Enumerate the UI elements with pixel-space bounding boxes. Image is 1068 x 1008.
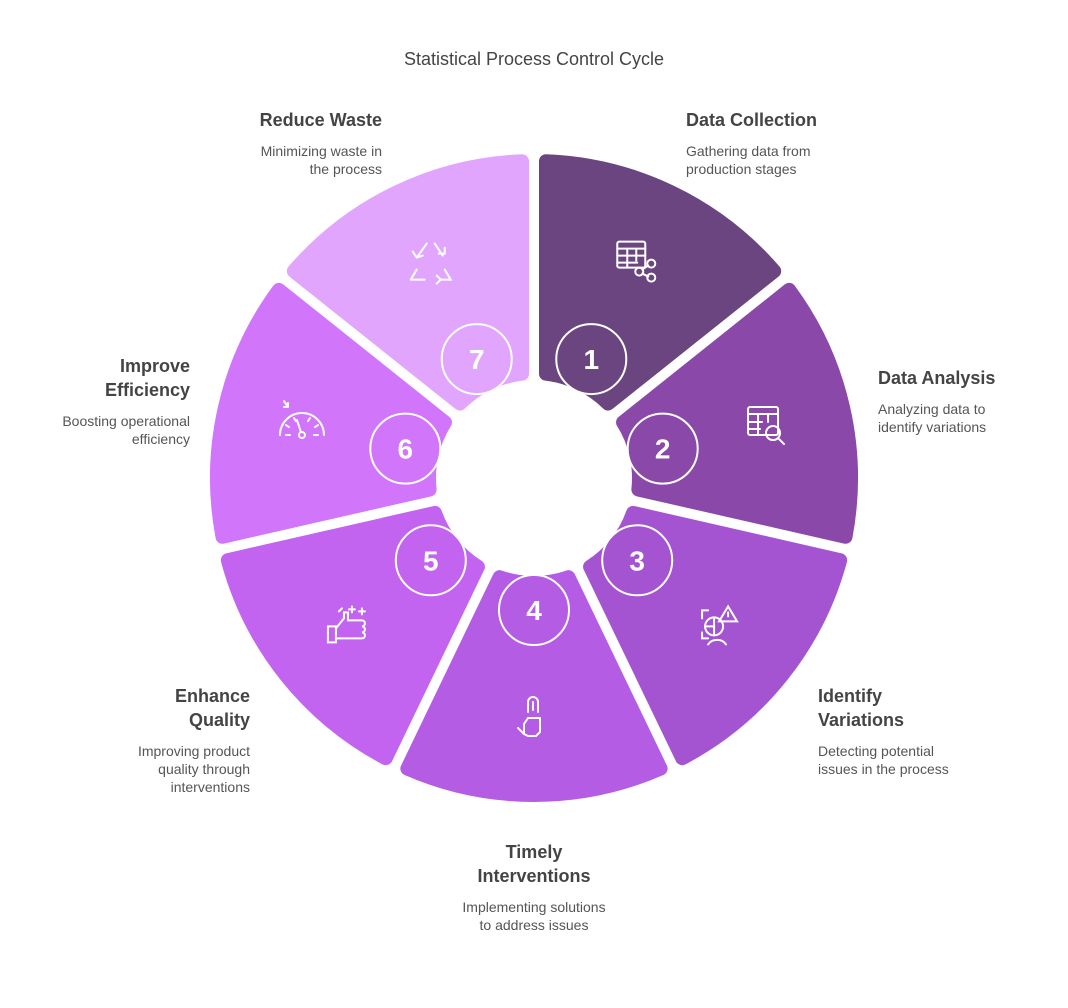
step-number-badge bbox=[394, 524, 467, 597]
table-share-icon bbox=[616, 240, 657, 283]
step-number: 5 bbox=[423, 545, 439, 576]
step-desc: Implementing solutions to address issues bbox=[462, 899, 606, 933]
label-step-1: Data Collection Gathering data from prod… bbox=[686, 108, 876, 178]
thumbs-up-sparkle-icon bbox=[326, 605, 366, 644]
step-number: 6 bbox=[398, 434, 414, 465]
label-step-3: Identify Variations Detecting potential … bbox=[818, 684, 1008, 778]
label-step-6: Improve Efficiency Boosting operational … bbox=[0, 354, 190, 448]
step-desc: Boosting operational efficiency bbox=[62, 413, 190, 447]
step-desc: Minimizing waste in the process bbox=[260, 143, 382, 177]
step-title: Data Collection bbox=[686, 110, 818, 130]
step-number: 7 bbox=[469, 344, 485, 375]
label-step-5: Enhance Quality Improving product qualit… bbox=[60, 684, 250, 796]
step-title: Timely Interventions bbox=[477, 842, 591, 886]
speedometer-icon bbox=[278, 400, 325, 440]
step-number: 2 bbox=[655, 434, 671, 465]
step-title: Enhance Quality bbox=[174, 686, 250, 730]
table-search-icon bbox=[747, 406, 786, 446]
diagram-title: Statistical Process Control Cycle bbox=[403, 49, 665, 69]
step-desc: Gathering data from production stages bbox=[686, 143, 811, 177]
step-number-badge bbox=[555, 323, 628, 396]
step-desc: Detecting potential issues in the proces… bbox=[818, 743, 949, 777]
step-number-badge bbox=[369, 412, 442, 485]
step-title: Reduce Waste bbox=[259, 110, 382, 130]
chart-warning-icon bbox=[701, 604, 739, 646]
label-step-2: Data Analysis Analyzing data to identify… bbox=[878, 366, 1068, 436]
step-number-badge bbox=[498, 574, 570, 646]
step-number-badge bbox=[626, 412, 699, 485]
step-number: 3 bbox=[629, 545, 645, 576]
hand-wrench-icon bbox=[517, 696, 541, 737]
step-number-badge bbox=[601, 524, 674, 597]
recycle-icon bbox=[409, 242, 453, 285]
label-step-4: Timely Interventions Implementing soluti… bbox=[439, 840, 629, 934]
step-number: 4 bbox=[526, 595, 542, 626]
step-desc: Improving product quality through interv… bbox=[137, 743, 250, 795]
step-number: 1 bbox=[583, 344, 599, 375]
step-title: Data Analysis bbox=[878, 368, 996, 388]
step-desc: Analyzing data to identify variations bbox=[878, 401, 987, 435]
label-step-7: Reduce Waste Minimizing waste in the pro… bbox=[192, 108, 382, 178]
step-title: Identify Variations bbox=[818, 686, 905, 730]
step-title: Improve Efficiency bbox=[104, 356, 190, 400]
step-number-badge bbox=[440, 323, 513, 396]
